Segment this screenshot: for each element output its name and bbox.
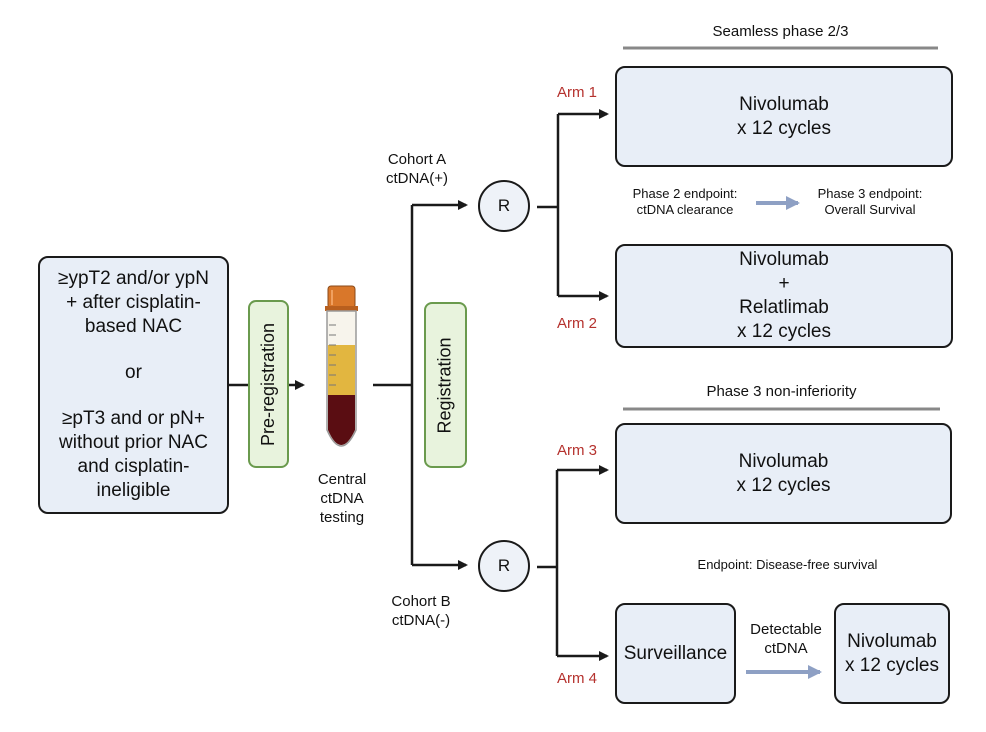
cohort-a-label: Cohort A ctDNA(+): [385, 151, 449, 187]
eligibility-or: or: [125, 362, 142, 383]
cohort-b-label: Cohort B ctDNA(-): [391, 593, 451, 629]
detectable-ctdna-label: Detectable ctDNA: [750, 621, 822, 657]
eligibility-line-5: without prior NAC: [59, 432, 208, 453]
eligibility-line-1: ≥ypT2 and/or ypN: [58, 268, 209, 289]
arm-3-label: Arm 3: [557, 442, 598, 459]
arm-2-label: Arm 2: [557, 315, 598, 332]
arm-1-label: Arm 1: [557, 84, 598, 101]
arm-1-box: Nivolumab x 12 cycles: [615, 66, 953, 167]
phase3-endpoint: Phase 3 endpoint: Overall Survival: [817, 186, 923, 217]
phase3-header: Phase 3 non-inferiority: [706, 383, 857, 400]
cohort-b-endpoint: Endpoint: Disease-free survival: [697, 557, 878, 572]
phase2-endpoint: Phase 2 endpoint: ctDNA clearance: [632, 186, 738, 217]
registration-label: Registration: [435, 336, 456, 434]
arm-3-box: Nivolumab x 12 cycles: [615, 423, 952, 524]
randomize-icon-cohort-a: R: [478, 180, 530, 232]
arm-4-treatment-box: Nivolumab x 12 cycles: [834, 603, 950, 704]
eligibility-box: ≥ypT2 and/or ypN + after cisplatin- base…: [38, 256, 229, 514]
randomize-icon-cohort-b: R: [478, 540, 530, 592]
arm-2-box: Nivolumab + Relatlimab x 12 cycles: [615, 244, 953, 348]
pre-registration-tag: Pre-registration: [248, 300, 289, 468]
arm-4-label: Arm 4: [557, 670, 598, 687]
registration-tag: Registration: [424, 302, 467, 468]
phase23-header: Seamless phase 2/3: [712, 23, 849, 40]
eligibility-line-6: and cisplatin-: [77, 456, 190, 477]
surveillance-box: Surveillance: [615, 603, 736, 704]
central-testing-label: Central ctDNA testing: [317, 471, 367, 526]
eligibility-line-7: ineligible: [96, 480, 171, 501]
eligibility-line-4: ≥pT3 and or pN+: [62, 408, 205, 429]
eligibility-line-3: based NAC: [84, 316, 183, 337]
eligibility-line-2: + after cisplatin-: [66, 292, 201, 313]
